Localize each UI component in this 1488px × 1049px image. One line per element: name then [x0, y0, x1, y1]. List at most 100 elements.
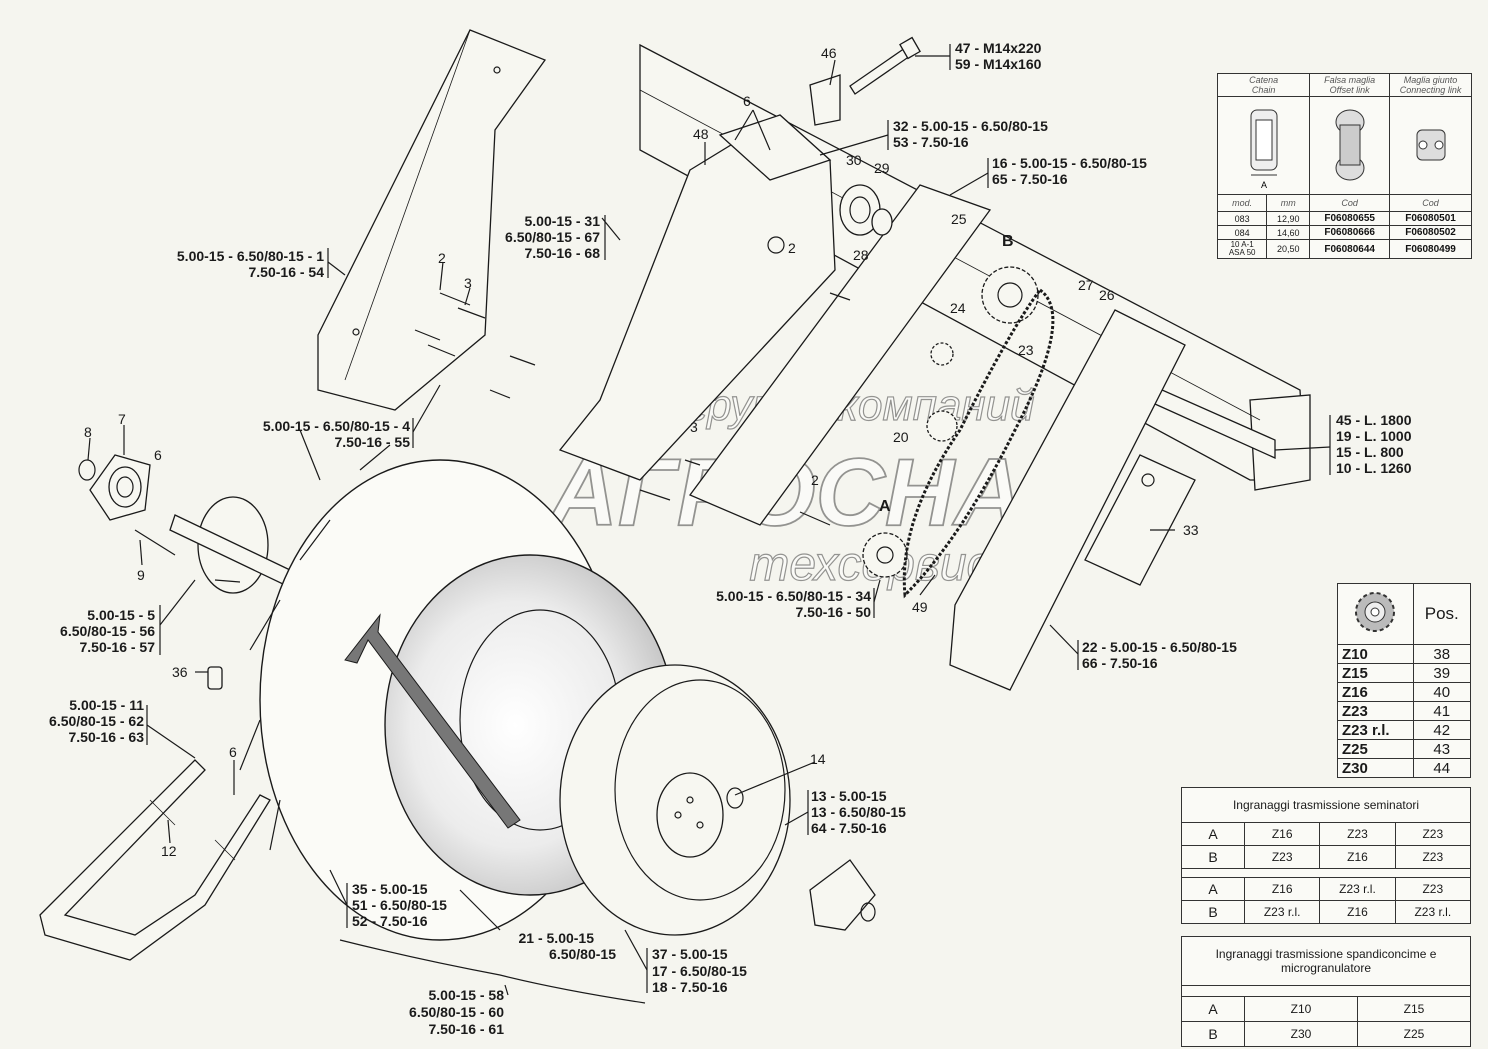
chain-link-icon: A — [1250, 109, 1278, 190]
callout-46: 46 — [821, 45, 837, 61]
callout-25: 25 — [951, 211, 967, 227]
sprocket-b — [981, 266, 1039, 324]
wheel-hub — [169, 496, 291, 594]
callout-3b: 3 — [690, 419, 698, 435]
connecting-link-picture-cell — [1389, 96, 1472, 195]
sprocket-small — [930, 342, 954, 366]
callout-58: 5.00-15 - 58 — [429, 987, 505, 1003]
callout-14: 14 — [810, 751, 826, 767]
callout-64: 64 - 7.50-16 — [811, 820, 887, 836]
callout-31: 5.00-15 - 31 — [525, 213, 601, 229]
gear-cell: Z23 r.l. — [1243, 900, 1321, 924]
callout-A: A — [879, 498, 891, 515]
chain-cell: F06080655 — [1309, 211, 1391, 226]
callout-labels: 46 47 - M14x220 59 - M14x160 6 48 32 - 5… — [49, 40, 1412, 1037]
sprocket-size: Z23 r.l. — [1337, 720, 1414, 740]
long-bolt — [849, 36, 921, 95]
callout-22: 22 - 5.00-15 - 6.50/80-15 — [1082, 639, 1237, 655]
callout-2c: 2 — [811, 472, 819, 488]
callout-9: 9 — [137, 567, 145, 583]
gear-cell: Z23 — [1394, 822, 1472, 846]
table-gap — [1181, 868, 1471, 878]
callout-37: 37 - 5.00-15 — [652, 946, 728, 962]
callout-6a: 6 — [743, 93, 751, 109]
callout-27: 27 — [1078, 277, 1094, 293]
callout-45: 45 - L. 1800 — [1336, 412, 1412, 428]
callout-36: 36 — [172, 664, 188, 680]
chain-cell: F06080666 — [1309, 225, 1391, 240]
gear-cell: Z23 — [1243, 845, 1321, 869]
mud-scraper — [39, 759, 271, 961]
mounting-arrow — [344, 613, 521, 829]
callout-57: 7.50-16 - 57 — [80, 639, 156, 655]
bracket-46 — [809, 74, 841, 126]
sprocket-icon — [1355, 592, 1396, 632]
callout-61: 7.50-16 - 61 — [429, 1021, 505, 1037]
sprocket-size: Z30 — [1337, 758, 1414, 778]
chain-cell: F06080499 — [1389, 239, 1472, 259]
callout-19: 19 - L. 1000 — [1336, 428, 1412, 444]
callout-48: 48 — [693, 126, 709, 142]
gear-cell: Z16 — [1243, 822, 1321, 846]
table-row: B Z30 Z25 — [1181, 1021, 1472, 1047]
sprocket-20 — [926, 410, 958, 442]
chain-subheader-cod: Cod — [1309, 194, 1391, 212]
callout-53: 53 - 7.50-16 — [893, 134, 969, 150]
warning-decal — [1084, 454, 1196, 586]
callout-13a: 13 - 5.00-15 — [811, 788, 887, 804]
callout-62: 6.50/80-15 - 62 — [49, 713, 144, 729]
table-row: B Z23 r.l. Z16 Z23 r.l. — [1181, 900, 1472, 924]
gear-cell: Z15 — [1356, 996, 1472, 1022]
chain-subheader-mod: mod. — [1216, 194, 1268, 212]
svg-text:A: A — [1261, 180, 1267, 190]
table-row: 083 12,90 F06080655 F06080501 — [1216, 211, 1472, 226]
callout-8: 8 — [84, 424, 92, 440]
callout-16: 16 - 5.00-15 - 6.50/80-15 — [992, 155, 1147, 171]
fertilizer-gear-title: Ingranaggi trasmissione spandiconcime e … — [1181, 936, 1471, 986]
gear-row-label: A — [1181, 877, 1245, 901]
chain-cell: 12,90 — [1266, 211, 1311, 226]
callout-65: 65 - 7.50-16 — [992, 171, 1068, 187]
callout-51: 51 - 6.50/80-15 — [352, 897, 447, 913]
callout-6c: 6 — [229, 744, 237, 760]
table-row: A Z16 Z23 r.l. Z23 — [1181, 877, 1472, 901]
chain-subheader-cod: Cod — [1389, 194, 1472, 212]
sprocket-pos: 44 — [1412, 758, 1472, 778]
hub-plate — [809, 859, 876, 931]
callout-2a: 2 — [788, 240, 796, 256]
chain-cell: F06080644 — [1309, 239, 1391, 259]
gear-cell: Z23 — [1319, 822, 1396, 846]
bearing-28 — [871, 208, 893, 236]
gear-cell: Z16 — [1319, 845, 1396, 869]
bearing-flange — [89, 454, 151, 521]
chain-cell: 084 — [1216, 225, 1268, 240]
offset-link-picture-cell — [1309, 96, 1391, 195]
sprocket-a — [862, 532, 908, 578]
chain-plate — [688, 184, 992, 526]
sprocket-picture-cell — [1337, 583, 1414, 645]
chain-cover-right — [949, 309, 1186, 691]
sprocket-pos: 39 — [1412, 663, 1472, 683]
callout-2b: 2 — [438, 250, 446, 266]
gear-row-label: B — [1181, 845, 1245, 869]
gear-row-label: B — [1181, 1021, 1245, 1047]
callout-59: 59 - M14x160 — [955, 56, 1042, 72]
callout-5: 5.00-15 - 5 — [87, 607, 155, 623]
callout-3a: 3 — [464, 275, 472, 291]
sprocket-size: Z15 — [1337, 663, 1414, 683]
pos-header: Pos. — [1412, 583, 1472, 645]
callout-12: 12 — [161, 843, 177, 859]
callout-55: 7.50-16 - 55 — [335, 434, 411, 450]
callout-1: 5.00-15 - 6.50/80-15 - 1 — [177, 248, 324, 264]
callout-17: 17 - 6.50/80-15 — [652, 963, 747, 979]
callout-67: 6.50/80-15 - 67 — [505, 229, 600, 245]
gear-cell: Z23 — [1394, 845, 1472, 869]
callout-7: 7 — [118, 411, 126, 427]
